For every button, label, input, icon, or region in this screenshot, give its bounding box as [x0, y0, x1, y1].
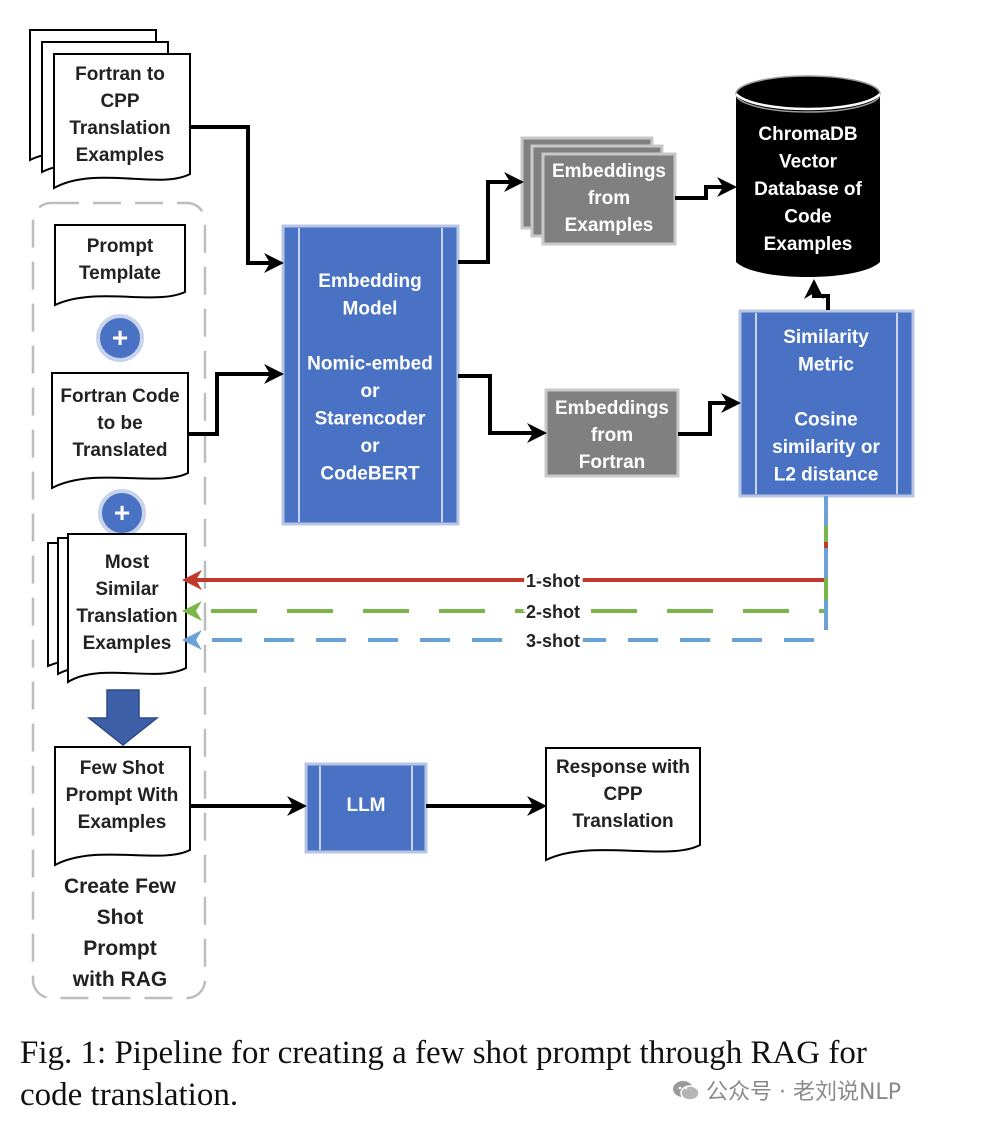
label-line: Fortran to [75, 64, 165, 85]
arrow-embedding-to-fortran-embeddings [458, 374, 547, 443]
label-line: Examples [76, 145, 165, 166]
label-line: from [588, 188, 630, 209]
shot-lines: 1-shot 2-shot 3-shot [182, 496, 828, 654]
arrow-code-to-embedding [188, 364, 284, 436]
rag-prompt-group [31, 201, 207, 1000]
plus-symbol-2: + [114, 497, 130, 528]
plus-symbol-1: + [112, 322, 128, 353]
shot-label-2: 2-shot [526, 602, 580, 622]
label-line: LLM [346, 795, 385, 816]
label-line: Prompt [83, 937, 157, 960]
figure-caption: Fig. 1: Pipeline for creating a few shot… [20, 1035, 867, 1113]
label-line: Translation [69, 118, 170, 139]
label-line: Examples [764, 234, 853, 255]
label-line: Prompt [87, 236, 154, 257]
arrow-example-embeddings-to-chromadb [675, 177, 737, 200]
label-line: Most [105, 552, 150, 573]
label-line: Examples [565, 215, 654, 236]
label-line: Database of [754, 179, 862, 200]
fortran-code-doc: Fortran Code to be Translated [51, 372, 189, 490]
down-arrow [86, 689, 160, 746]
label-line: Embeddings [555, 398, 669, 419]
shot-label-1: 1-shot [526, 571, 580, 591]
label-line: Response with [556, 757, 690, 778]
label-line: similarity or [772, 437, 880, 458]
label-line: Metric [798, 355, 854, 376]
plus-circle-1: + [96, 314, 144, 362]
watermark: 公众号 · 老刘说NLP [672, 1074, 901, 1106]
label-line: Shot [97, 906, 144, 929]
arrow-embedding-to-example-embeddings [458, 172, 524, 264]
label-line: Similarity [783, 327, 869, 348]
label-line: Translated [72, 440, 167, 461]
label-line: Vector [779, 152, 838, 173]
label-line: CodeBERT [320, 464, 420, 485]
label-line: Translation [76, 606, 177, 627]
label-line: CPP [100, 91, 139, 112]
label-line: ChromaDB [758, 124, 857, 145]
label-line: Translation [572, 811, 673, 832]
label-line: or [361, 381, 381, 402]
shot-label-3: 3-shot [526, 631, 580, 651]
arrow-examples-to-embedding [190, 125, 284, 273]
label-line: Code [784, 207, 832, 228]
label-line: Examples [83, 633, 172, 654]
label-line: Starencoder [315, 409, 426, 430]
label-line: Model [343, 299, 398, 320]
label-line: Fortran Code [60, 386, 179, 407]
label-line: or [361, 436, 381, 457]
label-line: from [591, 425, 633, 446]
arrow-similarity-to-chromadb [804, 279, 830, 310]
wechat-icon [673, 1081, 700, 1101]
label-line: with RAG [72, 968, 168, 991]
label-line: Cosine [794, 410, 857, 431]
label-line: Nomic-embed [307, 354, 433, 375]
watermark-text: 公众号 · 老刘说NLP [706, 1080, 901, 1105]
label-line: Prompt With [66, 785, 179, 806]
label-line: Few Shot [80, 758, 165, 779]
label-line: Create Few [64, 875, 177, 898]
plus-circle-2: + [98, 489, 146, 537]
label-line: Template [79, 263, 161, 284]
label-line: Examples [78, 812, 167, 833]
label-line: Embedding [318, 271, 421, 292]
label-line: CPP [603, 784, 642, 805]
llm-box: LLM [304, 762, 428, 854]
label-line: L2 distance [774, 465, 879, 486]
label-line: Similar [95, 579, 159, 600]
label-line: Fortran [579, 452, 646, 473]
fortran-code-label: Fortran Code to be Translated [60, 386, 179, 461]
label-line: Embeddings [552, 161, 666, 182]
label-line: to be [97, 413, 142, 434]
llm-label: LLM [346, 795, 385, 816]
arrow-fortran-embeddings-to-similarity [678, 393, 741, 436]
